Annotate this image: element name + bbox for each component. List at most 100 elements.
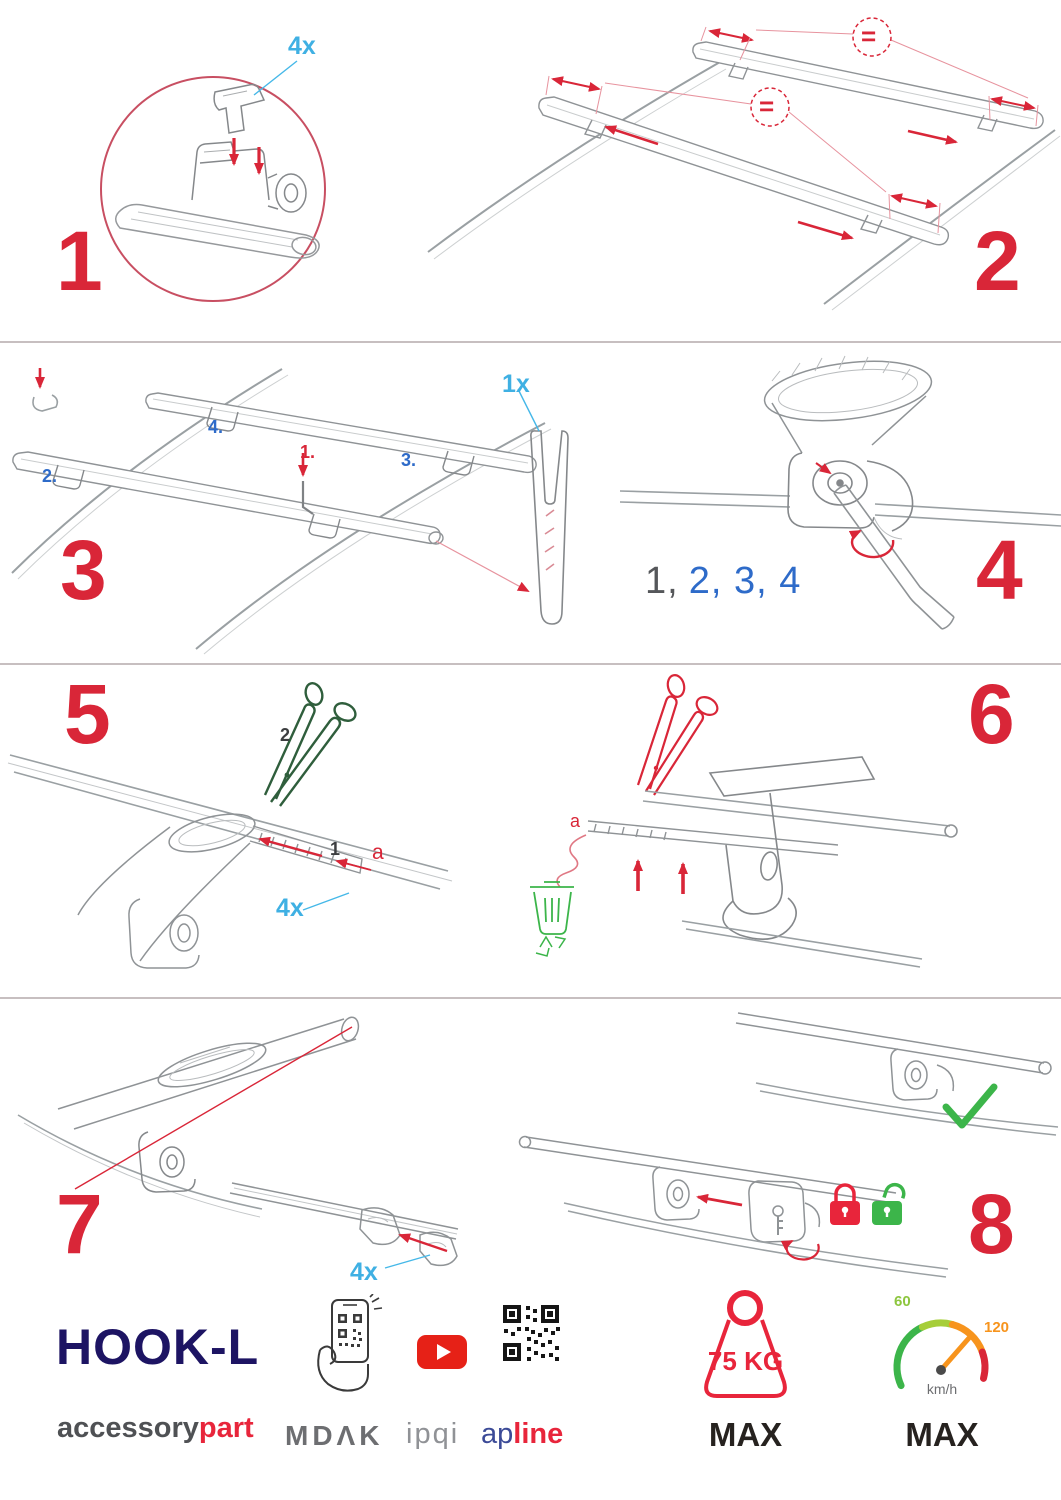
step1-qty-label: 4x [288,32,316,60]
insert-arrows [229,138,264,175]
locked-assembly [735,1012,1059,1136]
bar-with-opening [57,1016,360,1130]
allen-key-small [301,481,314,515]
logo-line-part: line [513,1418,564,1450]
step5-number: 5 [64,667,111,761]
step1-illustration [100,60,326,302]
logo-mdak: MDΛK [285,1420,384,1451]
step2-illustration [427,17,1061,311]
end-cap-assembly [229,1182,459,1267]
tool-leader [435,540,530,592]
substep-4: 4. [208,417,224,437]
rail-clamps [52,406,475,539]
scissors-icon-red [636,674,719,796]
locking-assembly [518,1135,949,1278]
check-icon [942,1083,998,1129]
crossbar-profile [115,203,320,259]
strap-end-piece [32,394,59,412]
brand-second: part [198,1412,254,1444]
step5-label-a: a [372,841,384,864]
front-crossbar [538,96,950,246]
step6-illustration [530,674,958,968]
equal-circles [750,17,892,127]
step7-illustration [17,1016,459,1269]
step5-label-2: 2 [280,725,291,745]
crossbar [642,790,958,838]
padlock-locked-icon [830,1183,860,1225]
bar-end-clamp [77,813,256,969]
cut-bar-top [763,355,933,454]
rear-crossbar [145,392,537,474]
substep-3: 3. [401,450,417,470]
recycle-bin-icon [530,881,574,957]
qty-leader-line [517,388,540,432]
product-name: HOOK-L [56,1319,260,1375]
hook-bracket [213,83,266,134]
scan-sparkles [369,1294,383,1310]
speed-needle [938,1335,972,1373]
step8-number: 8 [968,1177,1015,1271]
qty-leader-line [253,60,298,96]
step5-label-1: 1 [330,839,341,859]
logo-ap-part: ap [481,1418,514,1450]
step7-number: 7 [56,1177,103,1271]
dimension-leaders [545,26,1039,234]
youtube-icon [417,1335,467,1369]
roof-rail [620,490,1061,527]
clamp-body [191,141,307,213]
speedometer-icon [893,1319,989,1390]
qr-code [503,1305,560,1361]
step4-number: 4 [976,523,1023,617]
step5-illustration [7,682,453,969]
speed-low-label: 60 [894,1293,911,1310]
step3-illustration [11,368,569,655]
step5-qty-label: 4x [276,894,304,922]
logo-apline: apline [481,1420,563,1449]
roof-rails [17,1114,263,1218]
section-divider [0,663,1061,665]
slide-lock-arrows [696,1193,820,1261]
dimension-arrows [551,28,1036,209]
rotate-arrow [848,529,895,559]
speed-high-label: 120 [984,1319,1010,1336]
step8-illustration [518,1012,1059,1278]
step4-illustration [620,355,1061,630]
zoom-circle [100,76,326,302]
section-divider [0,997,1061,999]
step3-qty-label: 1x [502,370,530,398]
brand-logo: accessorypart [57,1414,254,1443]
substep-2: 2. [42,466,58,486]
allen-key [833,484,955,630]
rear-crossbar [692,41,1044,132]
alignment-line [74,1026,353,1190]
padlock-unlocked-icon [872,1182,906,1225]
equal-sign: = [861,21,877,51]
cap-insert-arrow [398,1233,448,1253]
cut-strap-curl [556,834,587,888]
step2-number: 2 [974,214,1021,308]
section-divider [0,341,1061,343]
brand-first: accessory [57,1412,199,1444]
sequence-first: 1, [645,560,679,602]
strap-tool [530,430,569,625]
tighten-sequence: 1,2, 3, 4 [645,562,801,600]
step6-number: 6 [968,667,1015,761]
phone-qr-icon [317,1294,383,1392]
step6-label-a: a [570,811,581,831]
logo-ipqi: ipqi [406,1418,460,1450]
tuck-arrows [633,859,688,894]
weight-value: 75 KG [707,1346,784,1376]
speed-max-label: MAX [905,1416,979,1453]
slide-arrows [604,125,958,240]
hand [317,1345,369,1392]
phone-qr-screen [338,1314,362,1347]
step3-number: 3 [60,523,107,617]
clamp-closeup [787,452,914,540]
step7-qty-label: 4x [350,1258,378,1286]
step1-number: 1 [56,214,103,308]
pull-arrows [258,836,372,871]
weight-max-label: MAX [708,1416,783,1453]
equal-sign: = [759,91,775,121]
socket-arrow [815,462,832,475]
